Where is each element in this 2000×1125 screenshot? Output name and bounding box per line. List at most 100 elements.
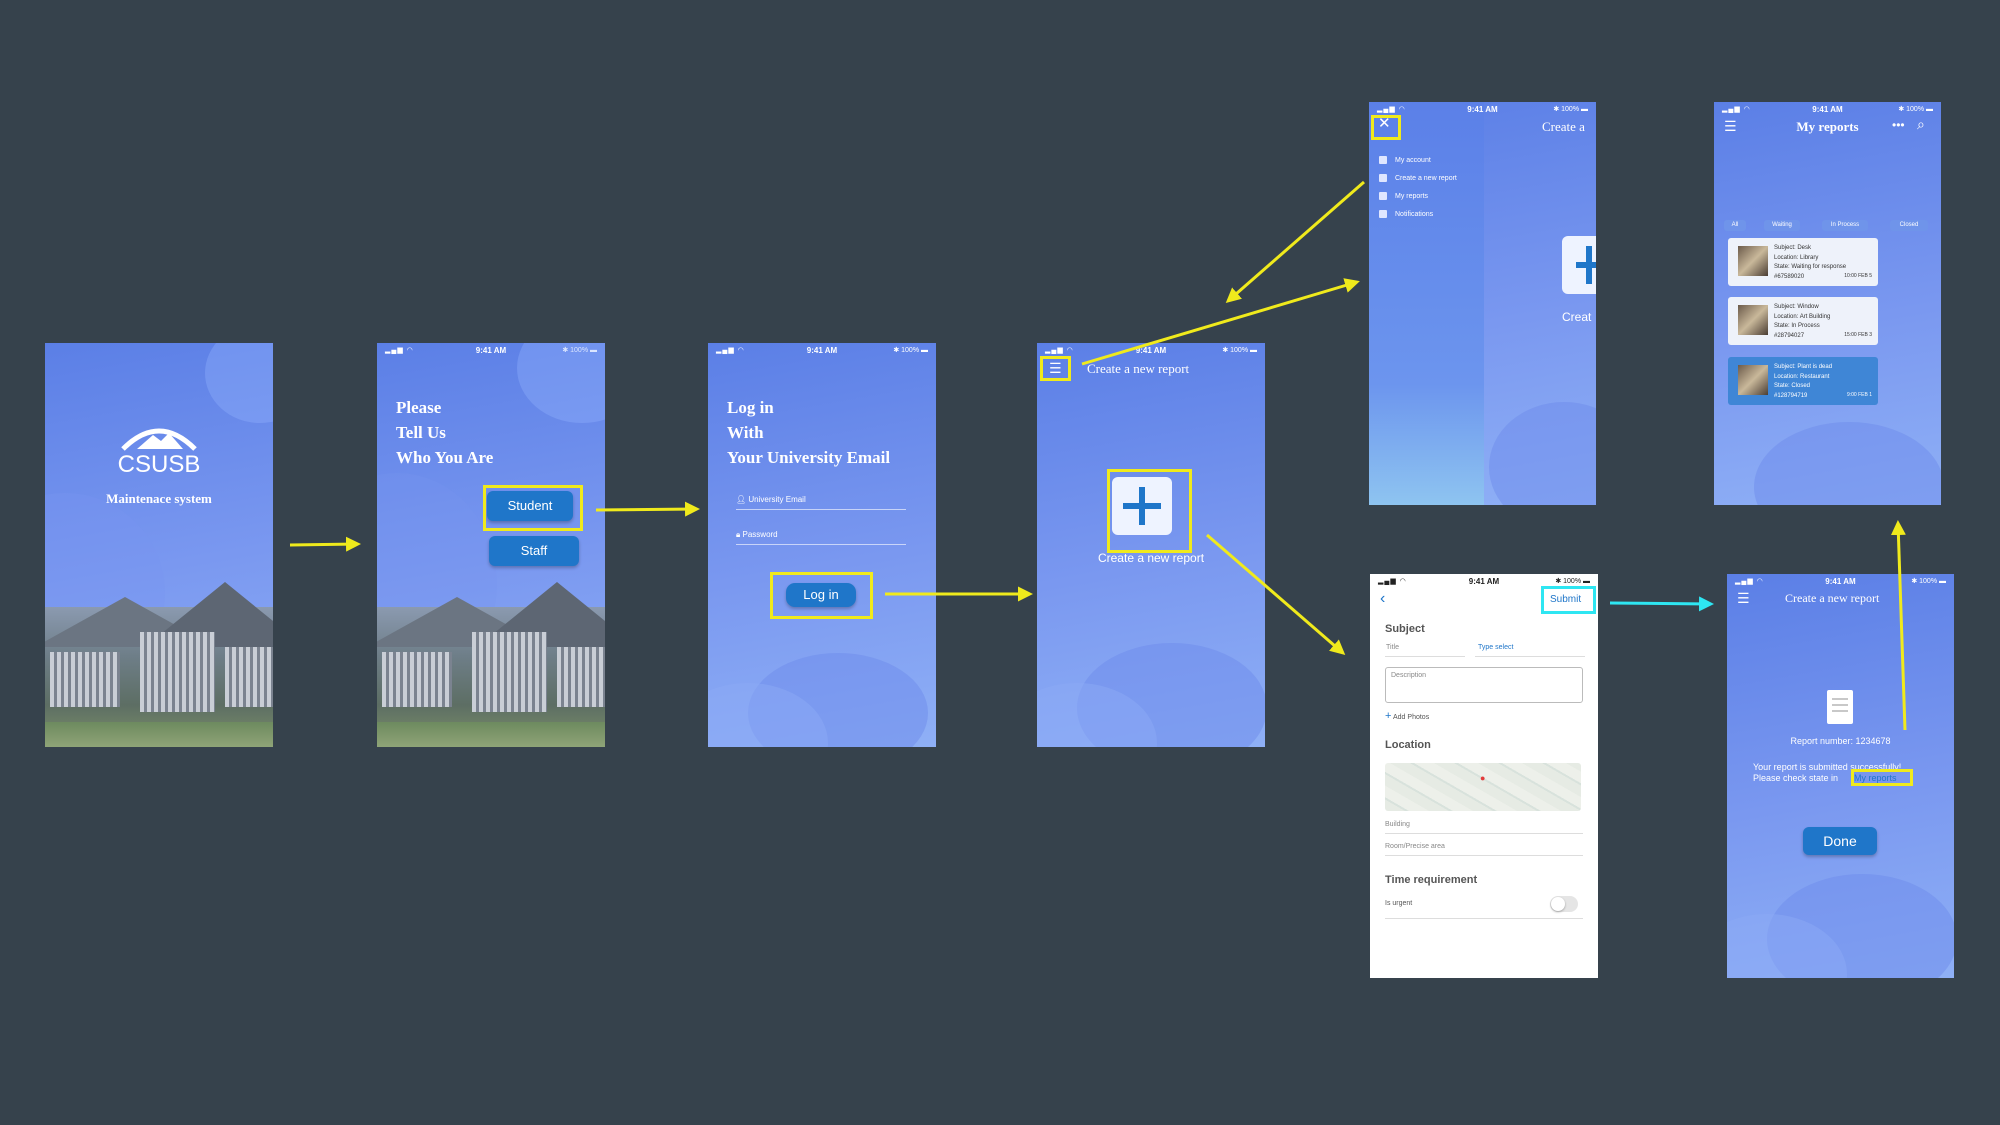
document-icon <box>1827 690 1853 724</box>
report-card[interactable]: Subject: Desk Location: Library State: W… <box>1728 238 1878 286</box>
document-icon <box>1379 174 1387 182</box>
card-id: #28794027 <box>1774 332 1805 339</box>
battery-text: 100% <box>1906 106 1925 113</box>
subject-heading: Subject <box>1385 623 1425 635</box>
battery-text: 100% <box>901 347 920 354</box>
my-reports-link[interactable]: My reports <box>1854 773 1897 783</box>
lock-icon: 🔒︎ <box>736 530 741 539</box>
battery-indicator: ✱ 100% ▬ <box>893 347 928 354</box>
heading-line: Tell Us <box>396 423 446 442</box>
battery-indicator: ✱ 100% ▬ <box>1222 347 1257 354</box>
building-field[interactable]: Building <box>1385 821 1410 828</box>
report-card[interactable]: Subject: Plant is dead Location: Restaur… <box>1728 357 1878 405</box>
title-field[interactable]: Title <box>1386 644 1399 651</box>
highlight-box <box>483 485 583 531</box>
reports-icon <box>1379 192 1387 200</box>
plus-caption-partial: Creat <box>1562 310 1592 324</box>
card-subject: Subject: Plant is dead <box>1774 364 1833 370</box>
card-date: 9:00 FEB 1 <box>1846 392 1872 398</box>
submit-button[interactable]: Submit <box>1550 594 1582 605</box>
battery-text: 100% <box>1919 578 1938 585</box>
report-thumbnail <box>1738 305 1768 335</box>
room-field[interactable]: Room/Precise area <box>1385 843 1445 850</box>
card-location: Location: Restaurant <box>1774 373 1830 380</box>
time-heading: Time requirement <box>1385 874 1478 886</box>
card-date: 15:00 FEB 3 <box>1844 332 1872 338</box>
signal-icon: ▂▄▆ ◠ <box>385 347 414 354</box>
plus-icon <box>1576 246 1596 284</box>
status-time: 9:41 AM <box>1468 577 1500 586</box>
filter-closed[interactable]: Closed <box>1890 220 1928 231</box>
role-screen: ▂▄▆ ◠ 9:41 AM ✱ 100% ▬ Please Tell Us Wh… <box>377 343 605 747</box>
signal-icon: ▂▄▆ ◠ <box>1735 578 1764 585</box>
status-bar: ▂▄▆ ◠ 9:41 AM ✱ 100% ▬ <box>377 343 605 357</box>
user-icon: 👤︎ <box>736 495 747 504</box>
status-time: 9:41 AM <box>806 346 838 355</box>
card-date: 10:00 FEB 5 <box>1844 273 1872 279</box>
location-heading: Location <box>1385 739 1431 751</box>
hamburger-icon[interactable]: ☰ <box>1724 118 1737 134</box>
signal-icon: ▂▄▆ ◠ <box>1378 578 1407 585</box>
menu-item-notifications[interactable]: Notifications <box>1379 210 1433 218</box>
menu-item-my-reports[interactable]: My reports <box>1379 192 1428 200</box>
arrow-role-to-login <box>595 501 700 517</box>
plus-button-partial <box>1562 236 1596 294</box>
report-card[interactable]: Subject: Window Location: Art Building S… <box>1728 297 1878 345</box>
menu-screen: ▂▄▆ ◠ 9:41 AM ✱ 100% ▬ ✕ Create a My acc… <box>1369 102 1596 505</box>
report-number: Report number: 1234678 <box>1790 736 1891 746</box>
battery-indicator: ✱ 100% ▬ <box>1898 106 1933 113</box>
card-subject: Subject: Window <box>1774 304 1819 310</box>
password-field[interactable]: 🔒︎ Password <box>736 530 906 545</box>
hamburger-icon[interactable]: ☰ <box>1049 360 1062 376</box>
mountain-logo-icon <box>121 428 197 451</box>
battery-text: 100% <box>1563 578 1582 585</box>
back-icon[interactable]: ‹ <box>1380 590 1386 607</box>
role-heading: Please Tell Us Who You Are <box>396 395 493 470</box>
student-button[interactable]: Student <box>487 491 573 521</box>
done-button[interactable]: Done <box>1803 827 1877 855</box>
status-bar: ▂▄▆ ◠ 9:41 AM ✱ 100% ▬ <box>1714 102 1941 116</box>
account-icon <box>1379 156 1387 164</box>
email-placeholder: University Email <box>748 495 806 504</box>
type-select[interactable]: Type select <box>1478 644 1514 651</box>
card-id: #128794719 <box>1774 392 1808 399</box>
plus-button[interactable] <box>1112 477 1172 535</box>
status-bar: ▂▄▆ ◠ 9:41 AM ✱ 100% ▬ <box>1369 102 1596 116</box>
filter-in-process[interactable]: In Process <box>1822 220 1868 231</box>
arrow-submit-to-success <box>1609 596 1714 612</box>
card-state: State: In Process <box>1774 323 1820 329</box>
arrow-splash-to-role <box>289 536 361 552</box>
menu-item-my-account[interactable]: My account <box>1379 156 1431 164</box>
close-icon[interactable]: ✕ <box>1378 115 1391 132</box>
plus-icon <box>1123 487 1161 525</box>
card-state: State: Waiting for response <box>1774 264 1847 270</box>
menu-item-create-report[interactable]: Create a new report <box>1379 174 1457 182</box>
plus-caption: Create a new report <box>1097 551 1205 565</box>
menu-item-label: My reports <box>1395 192 1429 200</box>
reports-title: My reports <box>1796 119 1859 134</box>
signal-icon: ▂▄▆ ◠ <box>716 347 745 354</box>
highlight-box <box>1541 586 1596 614</box>
urgent-toggle[interactable] <box>1550 896 1578 912</box>
description-field[interactable]: Description <box>1385 667 1583 703</box>
email-field[interactable]: 👤︎ University Email <box>736 495 906 510</box>
menu-item-label: Notifications <box>1395 210 1434 218</box>
hamburger-icon[interactable]: ☰ <box>1737 590 1750 606</box>
battery-text: 100% <box>1561 106 1580 113</box>
map-preview[interactable]: ● <box>1385 763 1581 811</box>
decor-wave <box>1754 422 1941 505</box>
add-photos-button[interactable]: + Add Photos <box>1385 710 1429 722</box>
menu-item-label: My account <box>1395 156 1431 164</box>
search-icon[interactable]: ⌕ <box>1917 116 1925 132</box>
filter-waiting[interactable]: Waiting <box>1764 220 1800 231</box>
staff-button[interactable]: Staff <box>489 536 579 566</box>
status-bar: ▂▄▆ ◠ 9:41 AM ✱ 100% ▬ <box>1727 574 1954 588</box>
highlight-box <box>1371 115 1401 140</box>
status-time: 9:41 AM <box>1467 105 1498 114</box>
decor-wave <box>1489 402 1596 505</box>
more-icon[interactable]: ••• <box>1892 118 1905 132</box>
login-button[interactable]: Log in <box>786 583 856 607</box>
filter-all[interactable]: All <box>1724 220 1746 231</box>
add-photos-label: Add Photos <box>1393 714 1430 721</box>
